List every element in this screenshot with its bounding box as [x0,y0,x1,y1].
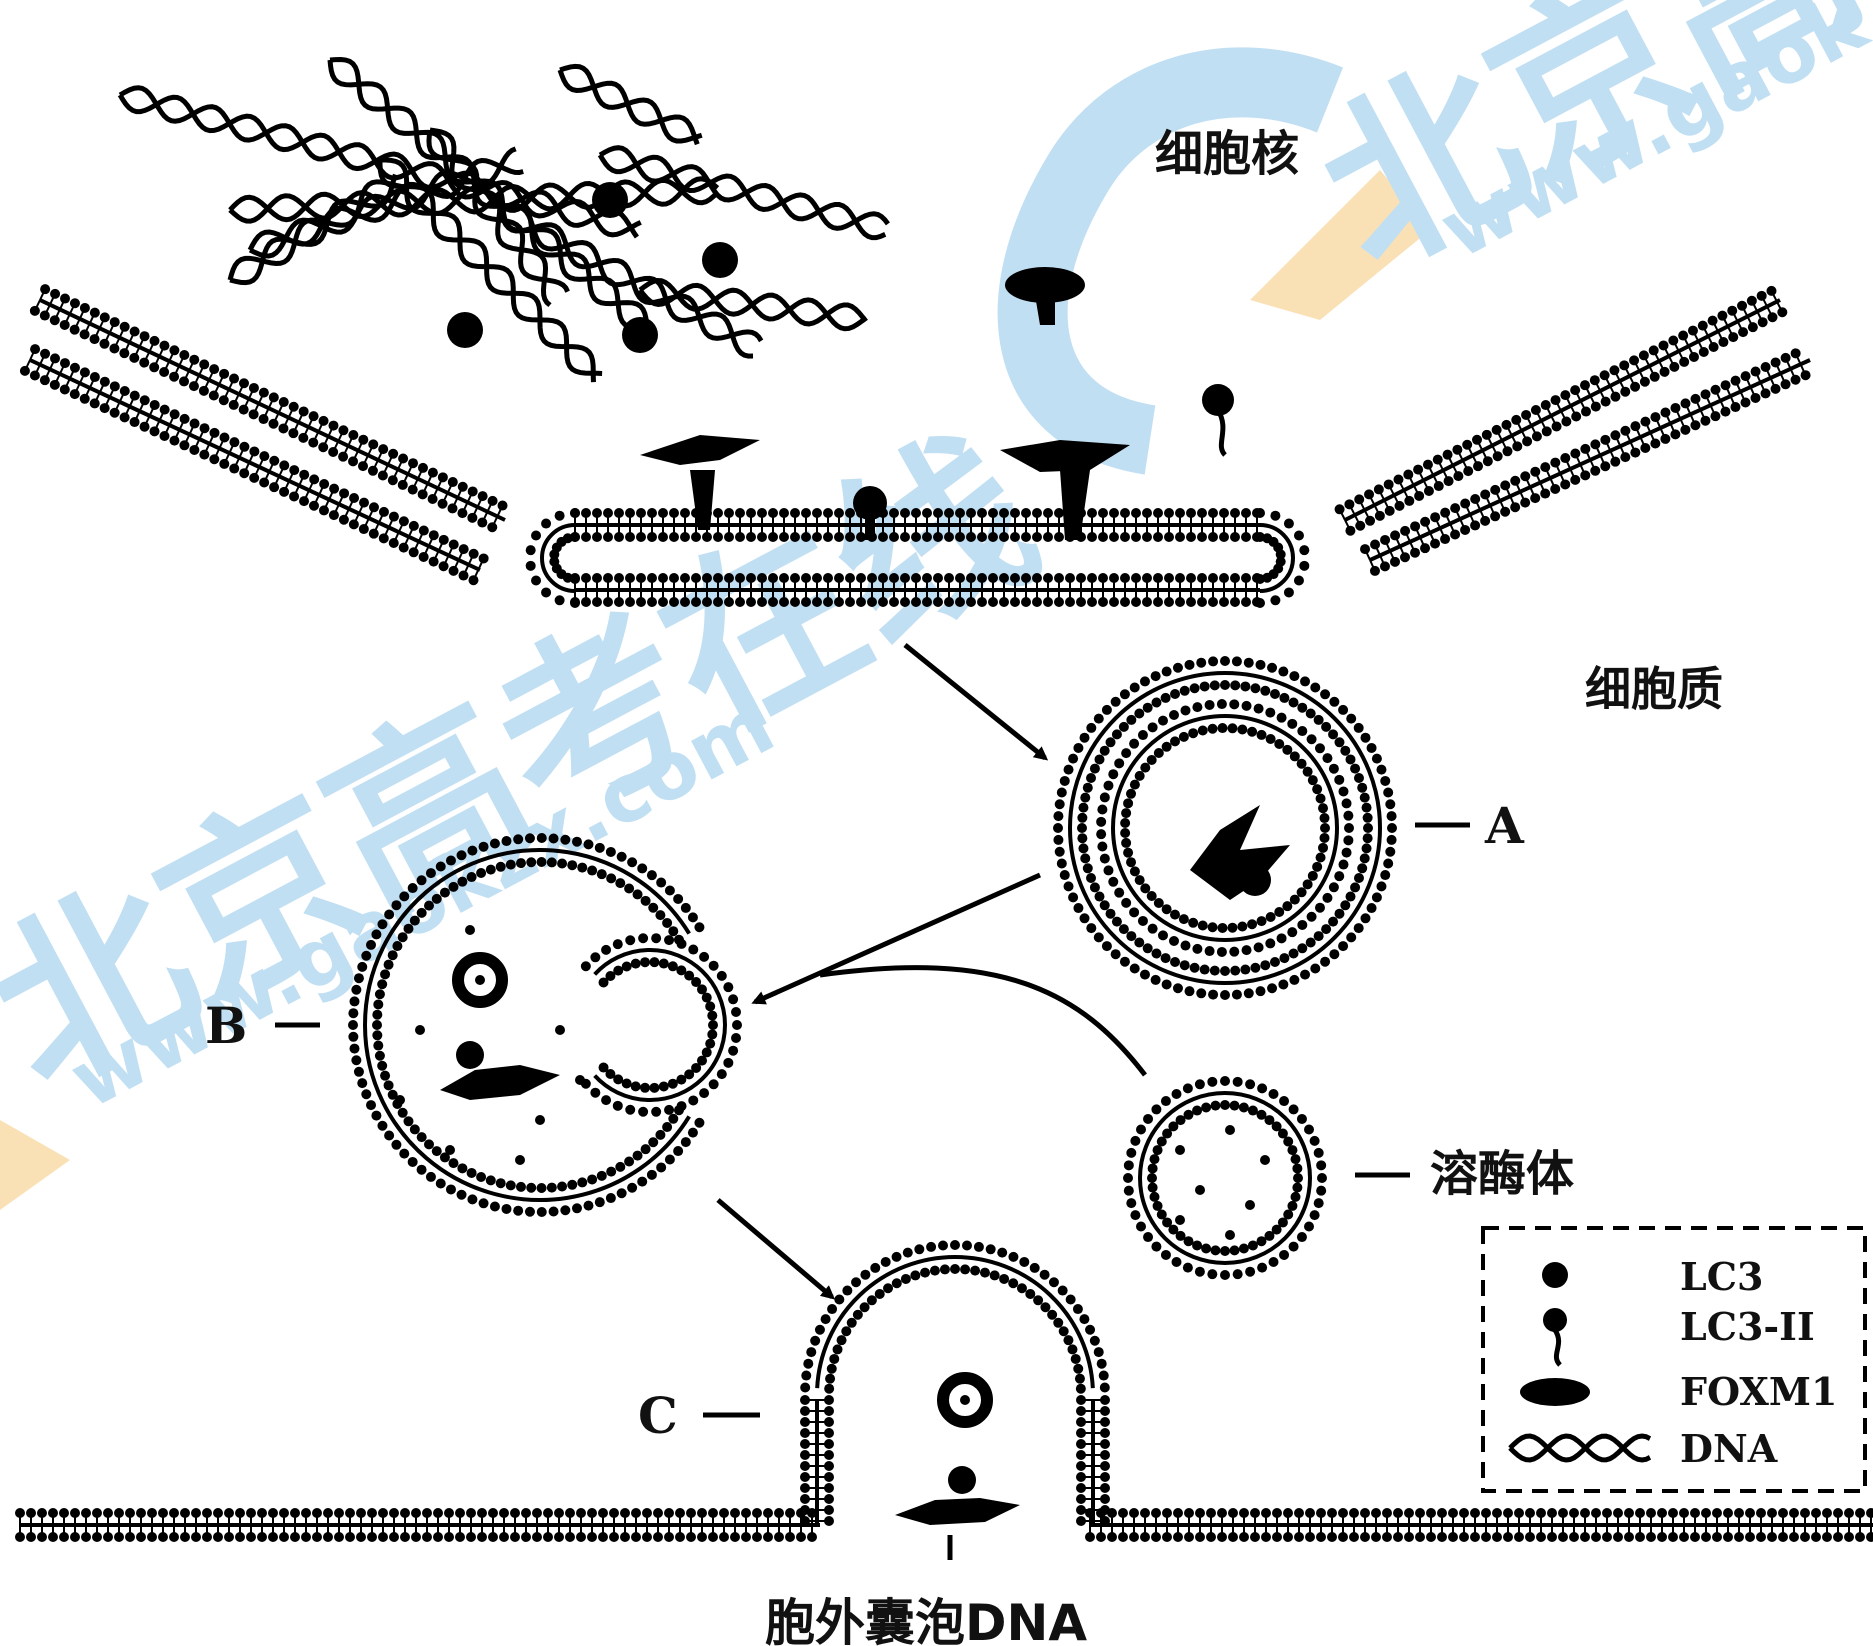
foxm1-protein [1005,267,1085,303]
arrow-nucleus-to-a [903,643,1049,761]
nuclear-proteins [640,267,1234,540]
enzyme-dot-9 [395,1095,405,1105]
chromatin-protein-2 [622,317,658,353]
chromatin-protein-3 [702,242,738,278]
nuclear-pore-membrane-top [570,508,1262,542]
vesicle-c-right [1076,1395,1110,1526]
bound-dna-right [1000,440,1130,472]
enzyme-dot-7 [415,1025,425,1035]
nuclear-envelope-right-outer [1334,285,1788,536]
leader-lines [275,822,1470,1560]
legend-lc3-ii: LC3-II [1680,1304,1815,1349]
enzyme-dot-1 [1225,1125,1235,1135]
nuclear-pore-membrane-bottom [570,573,1262,607]
amphisome-b-inner [580,933,742,1117]
vesicle-c-cargo [895,1372,1020,1525]
enzyme-dot-0 [1175,1145,1185,1155]
chromatin-strand-4 [597,145,890,241]
autophagosome-a-outer [1053,656,1397,1000]
membrane-cap-right [1255,508,1310,608]
watermark-logo-triangle [0,1120,70,1210]
legend-box [1481,1226,1867,1493]
label-b: B [205,996,247,1055]
vesicle-c-left [800,1395,834,1526]
lc3-protein [853,486,887,520]
foxm1-ellipse-icon [1520,1378,1590,1406]
enzyme-dots [395,925,1270,1240]
membrane-cap-left [525,508,580,608]
amphisome-b-outer [348,833,705,1217]
enzyme-dot-8 [555,1025,565,1035]
lc3-dot-icon [1542,1262,1568,1288]
enzyme-dot-6 [1225,1230,1235,1240]
legend-dna: DNA [1680,1426,1778,1471]
lysosome-membrane [1123,1076,1327,1280]
label-exosome-dna: 胞外囊泡DNA [765,1594,1087,1646]
bound-foxm1-left [690,470,715,530]
label-c: C [638,1386,678,1445]
amphisome-b-cargo [440,952,560,1100]
lc3-ii-icon-tail [1552,1328,1563,1367]
lc3-ii-icon [1543,1308,1567,1332]
enzyme-dot-12 [515,1155,525,1165]
watermark-logo-arc [997,47,1343,475]
enzyme-dot-11 [445,1145,455,1155]
chromatin-protein-0 [447,312,483,348]
enzyme-dot-14 [465,925,475,935]
label-cytoplasm: 细胞质 [1585,662,1723,716]
enzyme-dot-13 [575,1075,585,1085]
nuclear-envelope-left-outer [29,284,508,533]
chromatin-strand-9 [227,173,403,286]
enzyme-dot-10 [535,1115,545,1125]
arrow-lysosome-to-b [819,965,1147,1077]
autophagosome-a-cargo [1190,805,1290,900]
chromatin-protein-1 [592,182,628,218]
chromatin-strand-8 [497,204,764,359]
arrow-a-to-b [751,872,1042,1005]
labels: 细胞核 细胞质 A B C 溶酶体 胞外囊泡DNA [205,126,1723,1646]
nuclear-envelope-left-inner [19,344,489,586]
plasma-membrane-left [15,1508,820,1542]
lc3-ii-tail [1215,408,1228,457]
chromatin-dna [117,56,890,383]
dna-helix-icon-strand [1508,1433,1652,1463]
bound-dna-left [640,435,760,465]
lc3-protein-stem [865,510,875,540]
chromatin-strand-1 [327,56,650,331]
enzyme-dot-5 [1175,1215,1185,1225]
lc3-ii-protein [1202,384,1234,416]
enzyme-dot-2 [1260,1155,1270,1165]
vesicle-contents [395,805,1290,1525]
dna-helix-icon [1508,1433,1652,1463]
watermark-logo-arrow [1250,170,1430,320]
autophagosome-a-inner [1096,699,1354,957]
label-nucleus: 细胞核 [1155,126,1299,182]
arrow-b-to-c [716,1198,836,1300]
legend: LC3 LC3-II FOXM1 DNA [1481,1226,1867,1493]
legend-lc3: LC3 [1680,1254,1763,1299]
plasma-membrane-right [1085,1508,1873,1542]
nuclear-envelope-right-inner [1360,348,1811,576]
bound-foxm1-right [1060,470,1090,540]
chromatin-strand-10 [557,63,703,146]
enzyme-dot-3 [1195,1185,1205,1195]
enzyme-dot-4 [1245,1200,1255,1210]
vesicle-c-top [800,1240,1110,1394]
arrows [716,643,1147,1300]
vesicles [348,656,1397,1526]
label-a: A [1484,796,1525,855]
label-lysosome: 溶酶体 [1430,1146,1574,1202]
membranes [15,284,1873,1542]
legend-foxm1: FOXM1 [1680,1369,1837,1414]
foxm1-stem [1035,295,1055,325]
chromatin-strand-7 [638,277,868,332]
